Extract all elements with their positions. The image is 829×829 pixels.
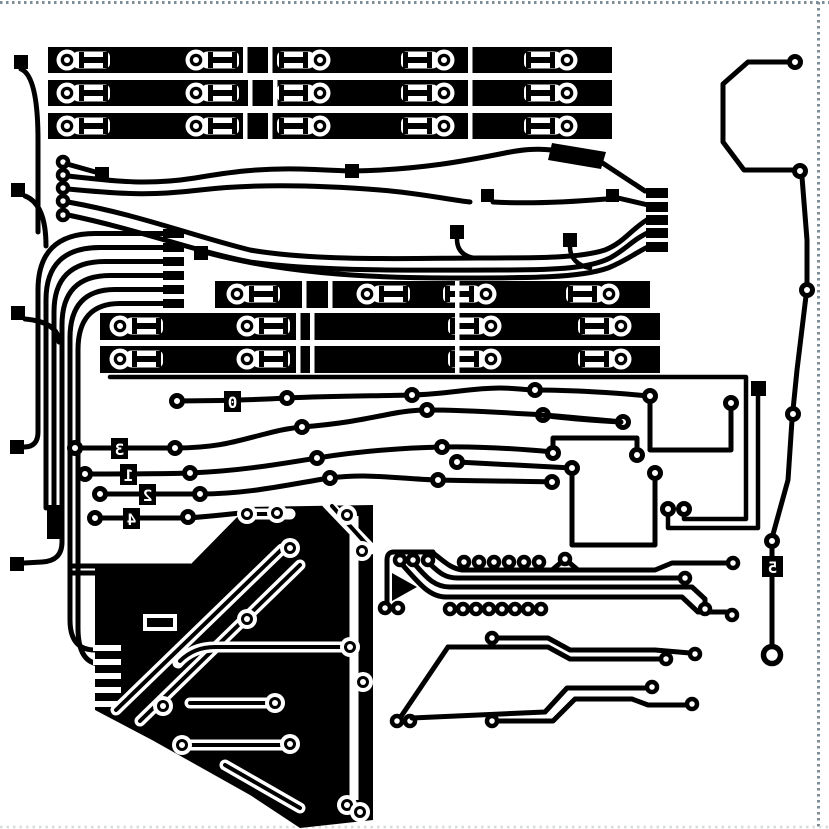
label-3: 3 bbox=[115, 440, 125, 459]
label-5: 5 bbox=[768, 558, 778, 577]
ground-pour bbox=[93, 497, 377, 828]
left-trace-bundle bbox=[10, 55, 193, 667]
reference-labels: 0 3 1 2 4 5 bbox=[115, 393, 778, 577]
long-horizontal-net bbox=[107, 374, 766, 531]
label-4-box bbox=[123, 508, 140, 529]
fat-trace-blob bbox=[548, 143, 606, 169]
top-bar-2 bbox=[48, 80, 612, 106]
label-4: 4 bbox=[127, 510, 137, 529]
right-trace-chain bbox=[720, 57, 813, 667]
middle-bar-a bbox=[215, 281, 650, 308]
label-3-box bbox=[111, 438, 128, 459]
middle-bar-c bbox=[100, 346, 660, 373]
triangle-mark bbox=[392, 573, 417, 601]
label-0-box bbox=[224, 391, 241, 412]
label-2-box bbox=[139, 484, 156, 505]
bottom-right-nets bbox=[392, 633, 700, 726]
top-bar-1 bbox=[48, 47, 612, 73]
top-bar-3 bbox=[48, 113, 612, 139]
label-2: 2 bbox=[143, 486, 153, 505]
label-5-box bbox=[762, 556, 783, 577]
numbered-rows bbox=[70, 385, 737, 548]
bottom-middle-block bbox=[380, 549, 738, 620]
upper-trace-bundle bbox=[58, 143, 668, 281]
label-0: 0 bbox=[228, 393, 238, 412]
middle-bar-b bbox=[100, 313, 660, 340]
label-1-box bbox=[120, 464, 137, 485]
label-1: 1 bbox=[124, 466, 134, 485]
